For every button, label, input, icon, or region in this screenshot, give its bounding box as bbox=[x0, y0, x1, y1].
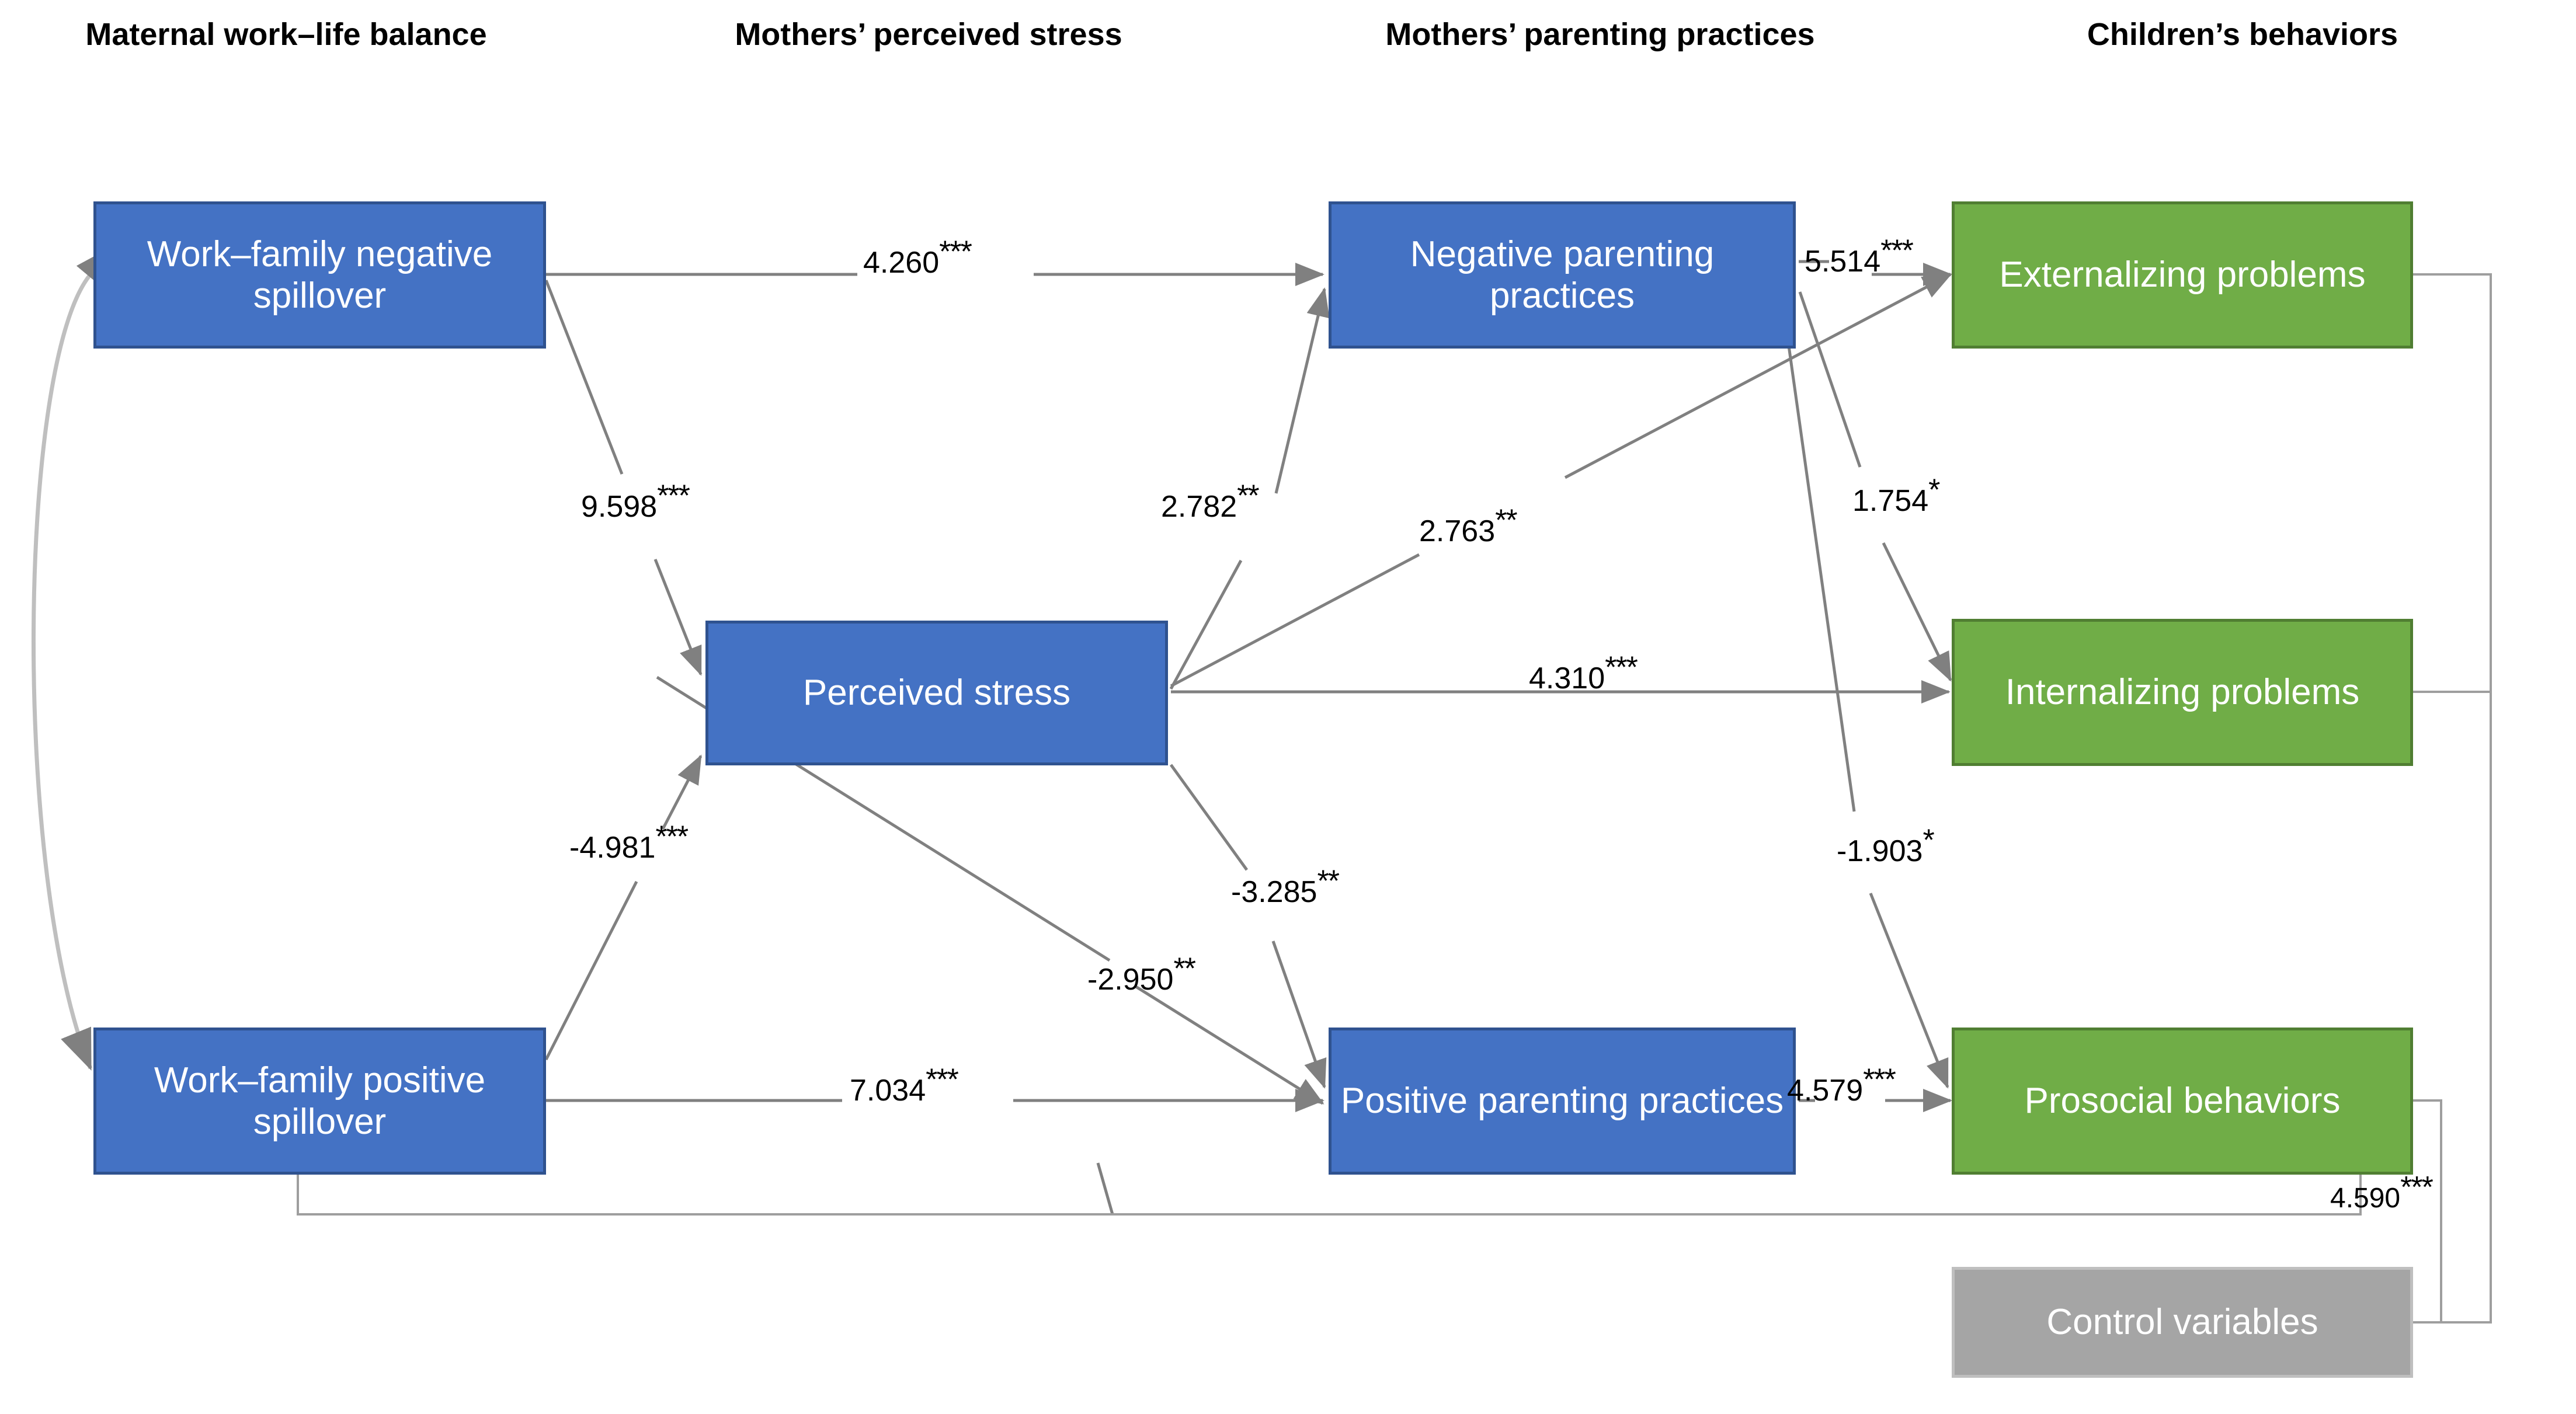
path-coefficient-value: 4.310 bbox=[1529, 661, 1605, 695]
column-header-mothers-parenting-practices: Mothers’ parenting practices bbox=[1261, 16, 1939, 53]
path-label-minus-3285: -3.285** bbox=[1231, 866, 1340, 910]
path-wfneg-to-posparent-b bbox=[1096, 1162, 1114, 1215]
path-coefficient-value: 4.579 bbox=[1787, 1074, 1864, 1107]
column-header-mothers-perceived-stress: Mothers’ perceived stress bbox=[631, 16, 1226, 53]
node-externalizing-problems[interactable]: Externalizing problems bbox=[1952, 201, 2413, 349]
path-negparent-to-prosocial-a bbox=[1779, 291, 1856, 812]
node-internalizing-problems[interactable]: Internalizing problems bbox=[1952, 619, 2413, 766]
path-label-minus-1903: -1.903* bbox=[1837, 826, 1935, 869]
path-significance-stars: *** bbox=[2400, 1171, 2434, 1204]
path-stress-to-external-b bbox=[1564, 273, 1952, 479]
path-label-minus-4981: -4.981*** bbox=[569, 822, 689, 865]
path-coefficient-value: -2.950 bbox=[1087, 963, 1174, 997]
path-significance-stars: *** bbox=[1605, 650, 1638, 685]
path-coefficient-value: 2.782 bbox=[1161, 490, 1237, 524]
path-significance-stars: ** bbox=[1495, 503, 1518, 538]
path-stress-to-negparent-a bbox=[1169, 559, 1243, 690]
path-significance-stars: * bbox=[1923, 823, 1934, 858]
path-coefficient-value: 2.763 bbox=[1419, 514, 1496, 548]
node-control-variables[interactable]: Control variables bbox=[1952, 1267, 2413, 1378]
node-positive-parenting-practices[interactable]: Positive parenting practices bbox=[1329, 1028, 1796, 1175]
path-correlation-spillovers bbox=[32, 245, 115, 1071]
column-header-label: Children’s behaviors bbox=[2087, 17, 2398, 52]
path-wfneg-to-stress-a bbox=[544, 280, 624, 475]
path-label-4590: 4.590*** bbox=[2330, 1172, 2434, 1214]
node-label: Work–family positive spillover bbox=[154, 1060, 486, 1142]
path-significance-stars: *** bbox=[655, 820, 689, 854]
path-coefficient-value: -1.903 bbox=[1837, 834, 1923, 868]
path-label-2763: 2.763** bbox=[1419, 506, 1518, 549]
node-perceived-stress[interactable]: Perceived stress bbox=[705, 621, 1168, 765]
path-coefficient-value: -3.285 bbox=[1231, 875, 1317, 909]
column-header-label: Mothers’ perceived stress bbox=[735, 17, 1122, 52]
path-stress-to-external-a bbox=[1170, 553, 1420, 688]
node-work-family-negative-spillover[interactable]: Work–family negative spillover bbox=[93, 201, 546, 349]
path-coefficient-value: 9.598 bbox=[581, 490, 658, 524]
column-header-label: Mothers’ parenting practices bbox=[1385, 17, 1815, 52]
node-label: Externalizing problems bbox=[1999, 255, 2366, 295]
path-coefficient-value: 5.514 bbox=[1805, 245, 1881, 278]
node-label: Negative parenting practices bbox=[1410, 234, 1715, 316]
node-label: Positive parenting practices bbox=[1340, 1081, 1784, 1122]
path-significance-stars: *** bbox=[1863, 1063, 1896, 1097]
path-stress-to-posparent-b bbox=[1271, 941, 1327, 1089]
path-significance-stars: * bbox=[1928, 473, 1940, 507]
path-controls-to-internal bbox=[2178, 691, 2492, 1324]
path-label-4260: 4.260*** bbox=[863, 237, 972, 280]
path-coefficient-value: 4.590 bbox=[2330, 1183, 2401, 1214]
path-wfneg-to-posparent-c bbox=[1135, 985, 1324, 1105]
node-label: Perceived stress bbox=[802, 673, 1071, 713]
node-work-family-positive-spillover[interactable]: Work–family positive spillover bbox=[93, 1028, 546, 1175]
node-label: Control variables bbox=[2046, 1302, 2318, 1343]
path-coefficient-value: 4.260 bbox=[863, 246, 940, 280]
column-header-maternal-work-life-balance: Maternal work–life balance bbox=[0, 16, 572, 53]
path-significance-stars: *** bbox=[939, 235, 972, 269]
path-label-5514: 5.514*** bbox=[1805, 236, 1914, 279]
path-negparent-to-internal-b bbox=[1882, 542, 1952, 682]
column-header-childrens-behaviors: Children’s behaviors bbox=[1951, 16, 2535, 53]
path-label-7034: 7.034*** bbox=[850, 1065, 959, 1108]
path-wfpos-to-stress-a bbox=[544, 880, 638, 1061]
path-negparent-to-internal-a bbox=[1798, 291, 1862, 468]
path-significance-stars: ** bbox=[1317, 864, 1340, 898]
node-label: Internalizing problems bbox=[2005, 672, 2360, 713]
path-label-minus-2950: -2.950** bbox=[1087, 954, 1196, 997]
path-wfpos-to-stress-b bbox=[661, 754, 703, 830]
path-significance-stars: ** bbox=[1237, 479, 1260, 513]
path-coefficient-value: 7.034 bbox=[850, 1074, 926, 1107]
node-negative-parenting-practices[interactable]: Negative parenting practices bbox=[1329, 201, 1796, 349]
path-stress-to-posparent-a bbox=[1169, 764, 1249, 871]
path-label-2782: 2.782** bbox=[1161, 481, 1260, 524]
path-significance-stars: *** bbox=[657, 479, 690, 513]
path-coefficient-value: 1.754 bbox=[1852, 484, 1929, 518]
node-label: Work–family negative spillover bbox=[147, 234, 493, 316]
path-label-1754: 1.754* bbox=[1852, 475, 1940, 518]
node-label: Prosocial behaviors bbox=[2024, 1081, 2341, 1122]
path-stress-to-negparent-b bbox=[1274, 287, 1330, 494]
path-wfneg-to-stress-b bbox=[653, 559, 703, 676]
path-significance-stars: *** bbox=[926, 1063, 959, 1097]
path-negparent-to-prosocial-b bbox=[1869, 893, 1949, 1089]
path-label-4310: 4.310*** bbox=[1529, 653, 1638, 696]
path-significance-stars: ** bbox=[1173, 952, 1196, 986]
column-header-label: Maternal work–life balance bbox=[85, 17, 487, 52]
path-significance-stars: *** bbox=[1880, 234, 1914, 268]
path-label-4579: 4.579*** bbox=[1787, 1065, 1896, 1108]
path-label-9598: 9.598*** bbox=[581, 481, 690, 524]
node-prosocial-behaviors[interactable]: Prosocial behaviors bbox=[1952, 1028, 2413, 1175]
path-coefficient-value: -4.981 bbox=[569, 831, 656, 865]
